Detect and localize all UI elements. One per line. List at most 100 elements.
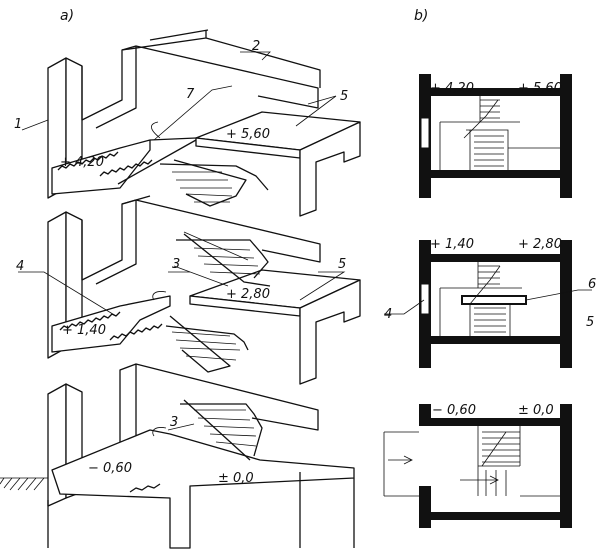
plan-top-wall-top [419, 88, 572, 96]
plan-mid-callout-5: 5 [586, 315, 594, 330]
top-flight-edge [117, 139, 197, 185]
plan-top-wall-right [560, 74, 572, 198]
ground-hatch [0, 477, 48, 491]
mid-treads-up [190, 239, 261, 275]
top-back-wall [81, 30, 207, 121]
callout-7-arrow [151, 121, 161, 139]
mid-zigzag-2 [109, 323, 163, 341]
mid-right-wall [135, 199, 321, 263]
bot-floor-slab [51, 429, 355, 549]
top-zigzag-2 [99, 159, 153, 177]
plan-mid-wall-top [419, 254, 572, 262]
level-top-right: + 5,60 [226, 127, 270, 142]
bot-zigzag [129, 483, 161, 493]
callout-3-mid-line [173, 231, 249, 287]
top-back-wall-edge [95, 45, 137, 129]
panel-b-label: b) [414, 8, 428, 24]
callout-2: 2 [252, 39, 260, 54]
callout-4: 4 [16, 259, 24, 274]
mid-flight-down [165, 325, 249, 351]
mid-flight-up-2 [183, 233, 271, 287]
top-right-column [299, 121, 361, 217]
top-stair-mass [173, 159, 247, 207]
plan-bot-left-level: − 0,60 [432, 403, 476, 418]
plan-mid-callout-6: 6 [588, 277, 596, 292]
top-right-wall [135, 45, 319, 109]
plan-bot-stairs [477, 426, 521, 496]
callout-7: 7 [186, 87, 195, 102]
level-mid-left: + 1,40 [62, 323, 106, 338]
plan-bot-right-level: ± 0,0 [518, 403, 554, 418]
bot-treads [194, 409, 257, 447]
plan-mid-callout-6-leader [525, 289, 592, 301]
plan-top-arrow [463, 99, 499, 139]
callout-5-mid-leader [299, 271, 346, 301]
plan-mid-beam [461, 295, 527, 305]
callout-1: 1 [14, 117, 22, 132]
mid-landing-left [51, 295, 171, 353]
top-parapet-line [149, 29, 209, 41]
plan-top-left-level: + 4,20 [430, 81, 474, 96]
plan-bot-arrow [460, 431, 507, 485]
callout-3-bot-leader [167, 423, 195, 431]
plan-bot-wall-top [419, 418, 572, 426]
plan-mid-stairs [439, 262, 522, 336]
plan-mid-left-level: + 1,40 [430, 237, 474, 252]
plan-bot-wall-left-bot [419, 486, 431, 528]
plan-bot-door-arrow [388, 455, 413, 465]
plan-bot-door-frame [383, 431, 419, 497]
plan-top-right-level: + 5,60 [518, 81, 562, 96]
plan-mid-callout-4: 4 [384, 307, 392, 322]
callout-5-top-leader [295, 95, 337, 127]
level-bot-left: − 0,60 [88, 461, 132, 476]
plan-mid-right-level: + 2,80 [518, 237, 562, 252]
plan-top-stairs [439, 96, 520, 170]
level-top-left: + 4,20 [60, 155, 104, 170]
mid-right-column [299, 279, 361, 385]
callout-3-bot: 3 [170, 415, 178, 430]
bot-flight [180, 403, 263, 457]
top-flight-top [149, 137, 197, 141]
callout-3-mid: 3 [172, 257, 180, 272]
plan-top [419, 74, 572, 198]
callout-5-mid: 5 [338, 257, 346, 272]
plan-top-window [420, 117, 430, 149]
top-floor [47, 29, 361, 217]
callout-2-leader [240, 51, 271, 61]
top-parapet [205, 37, 321, 88]
plan-bot-wall-right [560, 404, 572, 528]
plan-bot-wall-bottom [419, 512, 572, 520]
plan-bot-treads [482, 431, 520, 463]
top-treads [172, 171, 233, 203]
plan-bot-lower-treads [485, 470, 507, 496]
bottom-floor [0, 363, 355, 549]
callout-arrow-bot [152, 427, 167, 437]
mid-parapet [121, 195, 151, 205]
bot-slab-edges [299, 472, 355, 548]
level-mid-right: + 2,80 [226, 287, 270, 302]
level-bot-right: ± 0,0 [218, 471, 254, 486]
callout-1-leader [21, 119, 49, 131]
callout-5-top: 5 [340, 89, 348, 104]
mid-flight-down-2 [169, 315, 231, 373]
panel-a-label: a) [60, 8, 74, 24]
middle-floor [47, 195, 361, 385]
callout-arrow-mid [152, 291, 167, 301]
mid-zigzag [59, 311, 121, 331]
mid-treads-down [171, 331, 241, 361]
plan-top-wall-bottom [419, 170, 572, 178]
plan-mid-wall-bottom [419, 336, 572, 344]
plan-bottom [383, 404, 572, 528]
plan-mid-window [420, 283, 430, 315]
mid-back-wall [81, 199, 137, 285]
top-zigzag [57, 151, 119, 171]
callout-4-leader [18, 271, 117, 317]
plan-mid-callout-4-leader [384, 299, 425, 315]
plan-top-treads [474, 99, 504, 167]
bot-back-wall [119, 363, 137, 448]
callout-7-line [153, 85, 233, 141]
bot-right-wall [135, 363, 319, 431]
plan-middle [419, 240, 572, 368]
